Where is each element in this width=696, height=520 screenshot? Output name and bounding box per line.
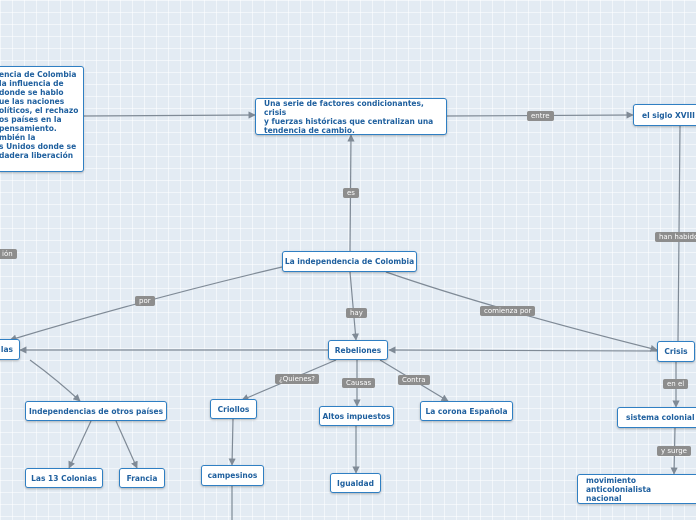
label-causas: Causas xyxy=(342,378,376,388)
node-altos-impuestos[interactable]: Altos impuestos xyxy=(319,406,394,426)
node-campesinos[interactable]: campesinos xyxy=(201,465,264,486)
node-crisis[interactable]: Crisis xyxy=(657,341,695,362)
edge-independencia-rebeliones xyxy=(349,271,360,341)
label-en-el: en el xyxy=(663,379,689,389)
edge-otros-13 xyxy=(68,420,92,469)
edge-intro-factores xyxy=(83,111,256,119)
label-comienza-por: comienza por xyxy=(480,306,536,316)
label-y-surge: y surge xyxy=(657,446,691,456)
label-hay: hay xyxy=(346,308,367,318)
label-quienes: ¿Quienes? xyxy=(275,374,320,384)
node-sistema-colonial[interactable]: sistema colonial e xyxy=(617,407,696,428)
node-criollos[interactable]: Criollos xyxy=(210,399,257,419)
node-movimiento-anticolonialista[interactable]: movimiento anticolonialista nacional xyxy=(577,474,696,504)
label-edge-fragment: ión xyxy=(0,249,17,259)
node-siglo-xviii[interactable]: el siglo XVIII xyxy=(633,104,696,126)
label-entre: entre xyxy=(527,111,554,121)
edge-crisis-rebeliones xyxy=(388,346,658,354)
node-corona-espanola[interactable]: La corona Española xyxy=(420,401,513,421)
label-han-habido: han habido xyxy=(655,232,696,242)
label-contra: Contra xyxy=(398,375,430,385)
node-factores[interactable]: Una serie de factores condicionantes, cr… xyxy=(255,98,447,135)
edge-las-otros xyxy=(29,359,81,402)
node-las[interactable]: las xyxy=(0,339,20,360)
node-intro-text[interactable]: encia de Colombia la influencia de donde… xyxy=(0,66,84,172)
node-rebeliones[interactable]: Rebeliones xyxy=(328,340,388,360)
edge-otros-francia xyxy=(115,420,138,469)
node-francia[interactable]: Francia xyxy=(119,468,165,488)
label-por: por xyxy=(135,296,155,306)
node-otros-paises[interactable]: Independencias de otros países xyxy=(25,401,167,421)
label-es: es xyxy=(343,188,359,198)
edge-criollos-campesinos xyxy=(228,418,236,466)
node-igualdad[interactable]: Igualdad xyxy=(330,473,381,493)
node-13-colonias[interactable]: Las 13 Colonias xyxy=(25,468,103,488)
node-independencia-colombia[interactable]: La independencia de Colombia xyxy=(282,251,417,272)
